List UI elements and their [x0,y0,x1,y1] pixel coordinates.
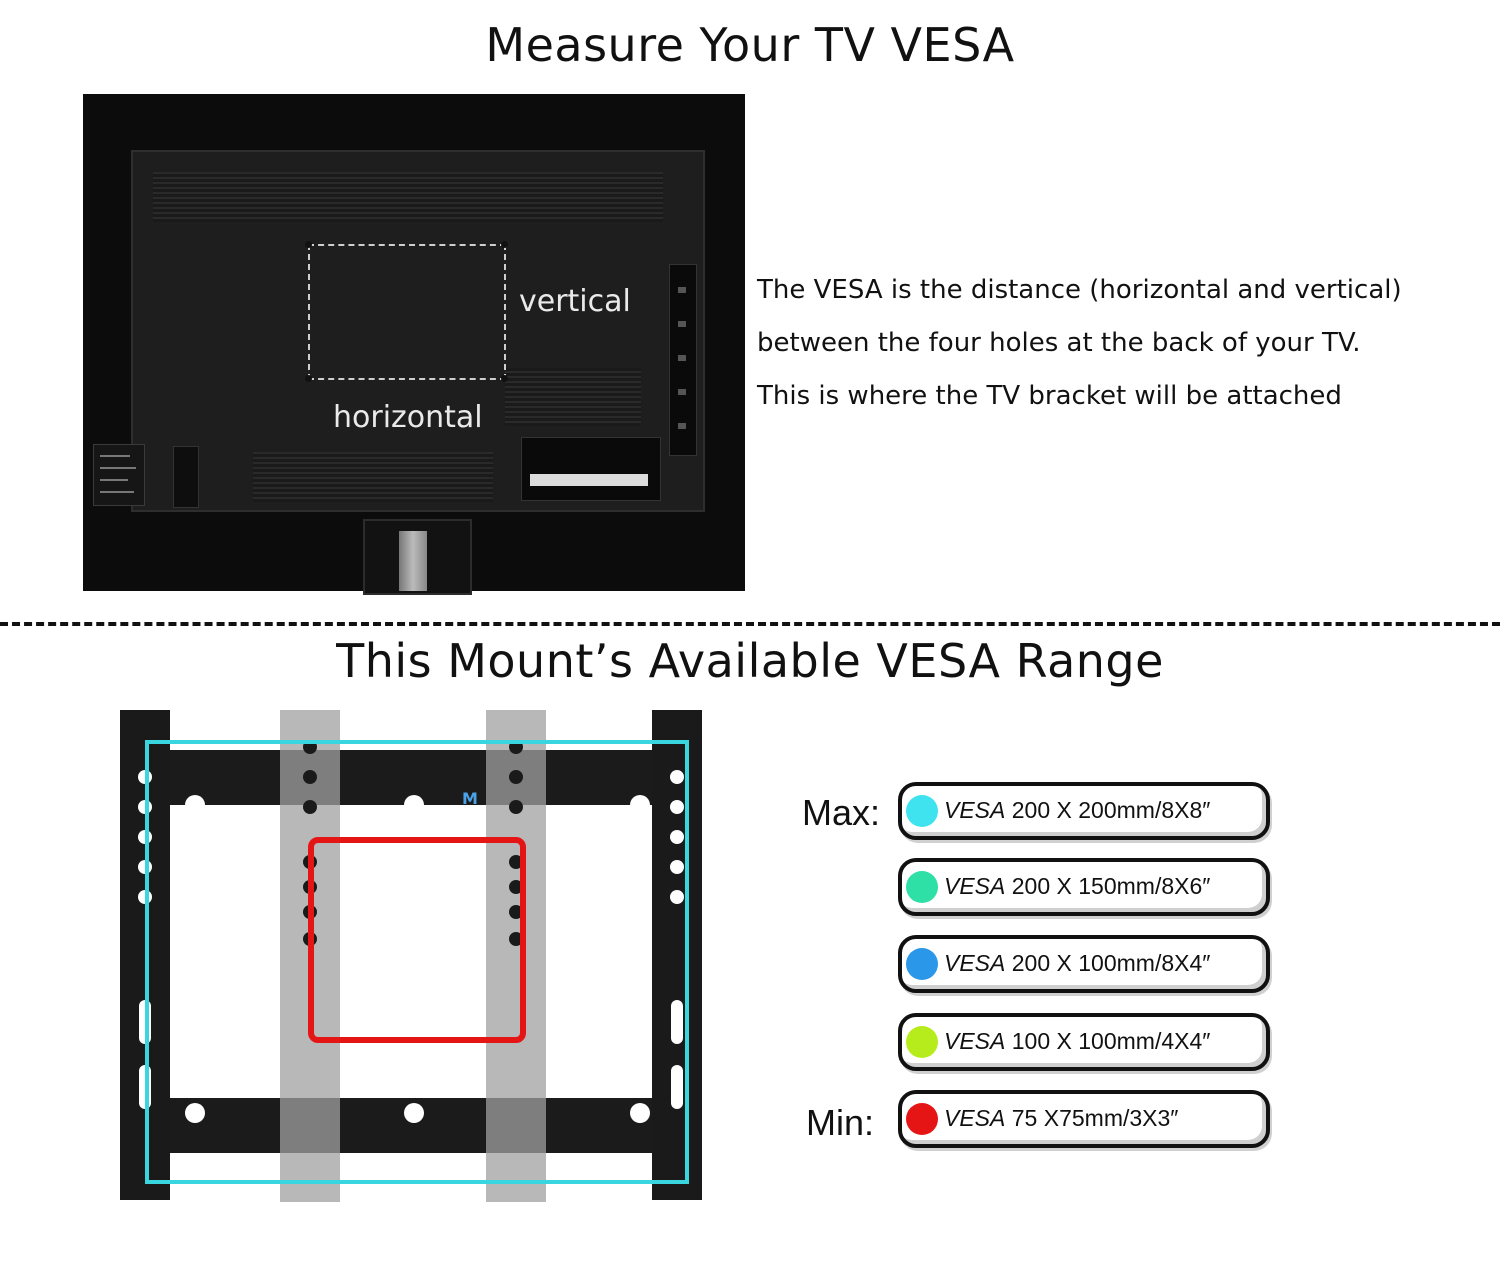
port-icon [678,321,686,327]
port-icon [678,389,686,395]
vesa-prefix: VESA [944,1105,1006,1131]
description-line: The VESA is the distance (horizontal and… [757,275,1402,305]
rating-label [93,444,145,506]
color-dot-icon [906,1026,938,1058]
max-vesa-outline [145,740,689,1184]
color-dot-icon [906,795,938,827]
vesa-size: 75 X75mm/3X3″ [1011,1105,1179,1131]
color-dot-icon [906,948,938,980]
vesa-prefix: VESA [944,797,1006,823]
side-io-panel [669,264,697,456]
top-rail [150,750,690,815]
right-upright [652,710,702,1200]
tv-back-image: vertical horizontal [83,94,745,595]
mount-image: M [110,705,720,1205]
top-vent [153,172,663,222]
port-strip [530,474,648,486]
vesa-dashed-box [308,244,506,380]
vesa-hole [501,375,508,382]
description-line: between the four holes at the back of yo… [757,328,1361,358]
bottom-vent [253,452,493,502]
vesa-hole [305,241,312,248]
max-label: Max: [802,792,881,833]
bottom-io-panel [521,437,661,501]
description-line: This is where the TV bracket will be att… [757,381,1342,411]
horizontal-label: horizontal [333,400,483,435]
top-title: Measure Your TV VESA [485,18,1015,72]
vesa-prefix: VESA [944,1028,1006,1054]
vesa-option: VESA 75 X75mm/3X3″ [898,1090,1270,1148]
brand-logo: M [462,789,478,808]
power-socket [173,446,199,508]
vesa-hole [305,375,312,382]
vesa-hole [501,241,508,248]
vesa-option: VESA 100 X 100mm/4X4″ [898,1013,1270,1071]
vesa-size: 200 X 200mm/8X8″ [1011,797,1211,823]
vesa-option: VESA 200 X 150mm/8X6″ [898,858,1270,916]
color-dot-icon [906,871,938,903]
port-icon [678,423,686,429]
min-label: Min: [806,1102,875,1143]
vesa-size: 200 X 100mm/8X4″ [1011,950,1211,976]
min-vesa-outline [308,837,526,1043]
bottom-rail [150,1098,690,1153]
vesa-description: The VESA is the distance (horizontal and… [757,264,1497,423]
right-tv-arm [486,710,546,1202]
side-vent [505,368,641,426]
vesa-prefix: VESA [944,950,1006,976]
vesa-size: 100 X 100mm/4X4″ [1011,1028,1211,1054]
color-dot-icon [906,1103,938,1135]
vesa-size: 200 X 150mm/8X6″ [1011,873,1211,899]
vertical-label: vertical [519,284,631,319]
tv-back-panel: vertical horizontal [131,150,705,512]
bottom-title: This Mount’s Available VESA Range [336,634,1164,688]
vesa-option: VESA 200 X 200mm/8X8″ [898,782,1270,840]
port-icon [678,287,686,293]
port-icon [678,355,686,361]
vesa-option: VESA 200 X 100mm/8X4″ [898,935,1270,993]
section-divider [0,622,1500,626]
stand-pole [399,531,427,591]
vesa-prefix: VESA [944,873,1006,899]
